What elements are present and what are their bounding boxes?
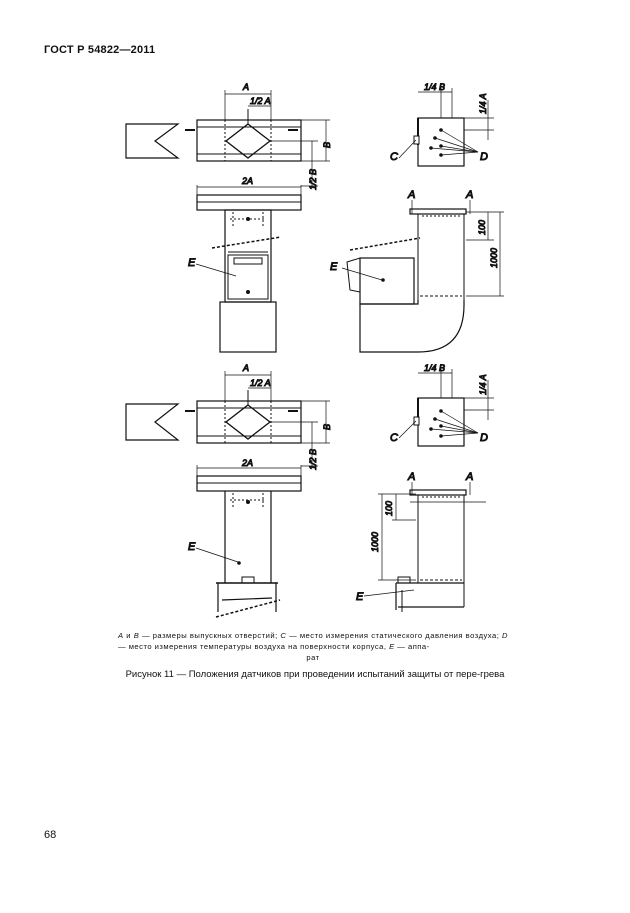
label-c-bottom: C bbox=[390, 432, 398, 444]
label-quarter-b-bottom: 1/4 B bbox=[424, 363, 445, 373]
label-a-duct-right: A bbox=[465, 471, 473, 483]
label-half-b-top: 1/2 B bbox=[308, 169, 318, 190]
label-e-top-right: E bbox=[330, 261, 338, 273]
label-quarter-b-top: 1/4 B bbox=[424, 82, 445, 92]
label-two-a-bottom: 2A bbox=[241, 458, 253, 468]
bottom-left-plan-view bbox=[125, 371, 330, 467]
label-a-elbow-left: A bbox=[407, 189, 415, 201]
top-left-elevation bbox=[195, 185, 302, 353]
label-half-a-top: 1/2 A bbox=[250, 96, 271, 106]
label-a-elbow-right: A bbox=[465, 189, 473, 201]
label-quarter-a-bottom: 1/4 A bbox=[478, 374, 488, 395]
label-100-top: 100 bbox=[477, 220, 487, 235]
label-d-bottom: D bbox=[480, 432, 488, 444]
document-header: ГОСТ Р 54822—2011 bbox=[44, 44, 156, 56]
figure-caption: Рисунок 11 — Положения датчиков при пров… bbox=[125, 669, 505, 680]
label-c-top: C bbox=[390, 151, 398, 163]
label-quarter-a-top: 1/4 A bbox=[478, 93, 488, 114]
label-e-bottom-left: E bbox=[188, 541, 196, 553]
bottom-right-vertical-duct bbox=[363, 482, 486, 612]
bottom-left-elevation bbox=[195, 465, 302, 618]
label-1000-top: 1000 bbox=[489, 248, 499, 268]
label-half-b-bottom: 1/2 B bbox=[308, 449, 318, 470]
label-two-a-top: 2A bbox=[241, 176, 253, 186]
bottom-right-detail bbox=[398, 369, 494, 447]
label-1000-bottom: 1000 bbox=[370, 532, 380, 552]
label-d-top: D bbox=[480, 151, 488, 163]
figure-legend: A и B — размеры выпускных отверстий; C —… bbox=[118, 631, 509, 662]
top-left-plan-view bbox=[125, 90, 330, 187]
label-b-top: B bbox=[322, 142, 332, 148]
label-a-duct-left: A bbox=[407, 471, 415, 483]
label-e-bottom-right: E bbox=[356, 591, 364, 603]
page-number: 68 bbox=[44, 829, 57, 841]
label-100-bottom: 100 bbox=[384, 501, 394, 516]
label-a-top: A bbox=[242, 82, 249, 92]
top-right-detail bbox=[398, 88, 494, 167]
label-a-bottom: A bbox=[242, 363, 249, 373]
label-half-a-bottom: 1/2 A bbox=[250, 378, 271, 388]
top-right-elbow bbox=[341, 200, 504, 353]
label-b-bottom: B bbox=[322, 424, 332, 430]
label-e-top-left: E bbox=[188, 257, 196, 269]
